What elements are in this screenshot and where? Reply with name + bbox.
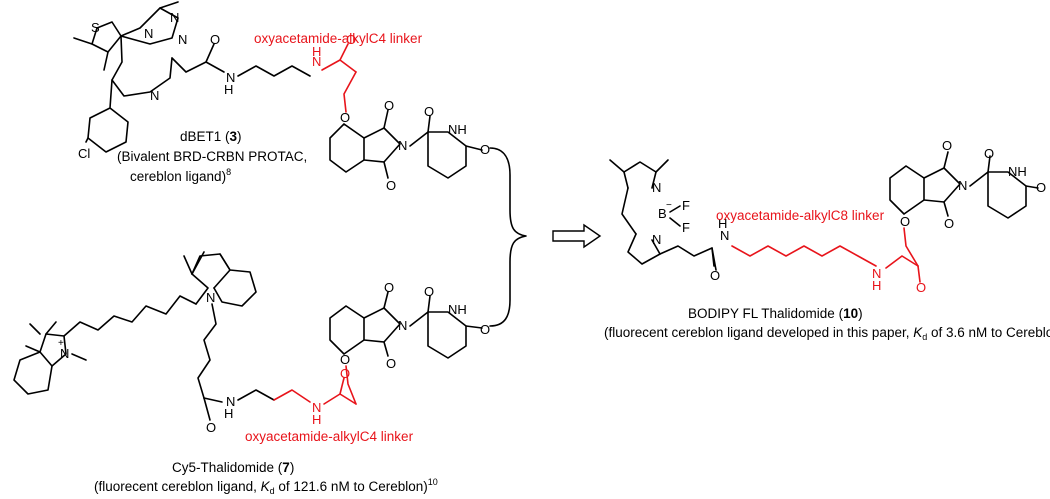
dbet1-caption: dBET1 (3) (Bivalent BRD-CRBN PROTAC, cer… (117, 129, 307, 184)
n-atom: N (178, 32, 187, 47)
svg-text:BODIPY FL Thalidomide (10): BODIPY FL Thalidomide (10) (688, 306, 863, 321)
fluorine-atom: F (682, 198, 690, 213)
h-atom: H (312, 412, 321, 427)
nh-atom: NH (1008, 164, 1027, 179)
o-atom: O (944, 216, 954, 231)
n-atom: N (398, 318, 407, 333)
o-atom: O (424, 284, 434, 299)
n-atom: N (958, 178, 967, 193)
o-atom: O (710, 268, 720, 283)
bodipy-caption: BODIPY FL Thalidomide (10) (fluorecent c… (604, 306, 1050, 342)
n-atom: N (720, 228, 729, 243)
o-atom: O (210, 32, 220, 47)
chlorine-atom: Cl (78, 146, 90, 161)
h-atom: H (312, 44, 321, 59)
h-atom: H (718, 216, 727, 231)
n-atom: N (652, 180, 661, 195)
o-atom: O (340, 110, 350, 125)
n-atom: N (398, 138, 407, 153)
o-atom: O (340, 352, 350, 367)
svg-text:(fluorecent cereblon ligand, K: (fluorecent cereblon ligand, Kd of 121.6… (94, 477, 438, 496)
o-atom: O (480, 142, 490, 157)
bodipy-structure: N B − F F N O N H N H O O O O N (609, 138, 1046, 295)
o-atom: O (942, 138, 952, 153)
cy5-linker-label: oxyacetamide-alkylC4 linker (245, 429, 414, 444)
nh-atom: NH (448, 122, 467, 137)
curly-brace (489, 147, 527, 327)
n-atom: N (226, 70, 235, 85)
n-atom: N (312, 54, 321, 69)
cy5-caption: Cy5-Thalidomide (7) (fluorecent cereblon… (94, 460, 438, 496)
o-atom: O (424, 104, 434, 119)
o-atom: O (384, 280, 394, 295)
o-atom: O (984, 146, 994, 161)
o-atom: O (386, 178, 396, 193)
n-atom: N (150, 88, 159, 103)
n-atom: N (872, 266, 881, 281)
svg-text:Cy5-Thalidomide (7): Cy5-Thalidomide (7) (172, 460, 294, 475)
n-atom: N (206, 290, 215, 305)
o-atom: O (1036, 180, 1046, 195)
n-atom: N (312, 400, 321, 415)
n-atom: N (226, 394, 235, 409)
n-atom: N (144, 26, 153, 41)
o-atom: O (384, 98, 394, 113)
n-atom: N (652, 232, 661, 247)
bodipy-linker-label: oxyacetamide-alkylC8 linker (716, 208, 885, 223)
reaction-arrow (552, 223, 602, 249)
o-atom: O (346, 32, 356, 47)
n-atom: N (170, 10, 179, 25)
o-atom: O (480, 322, 490, 337)
boron-atom: B (658, 206, 667, 221)
svg-text:(Bivalent BRD-CRBN PROTAC,: (Bivalent BRD-CRBN PROTAC, (117, 149, 307, 164)
o-atom: O (386, 356, 396, 371)
o-atom: O (916, 280, 926, 295)
h-atom: H (872, 278, 881, 293)
h-atom: H (224, 406, 233, 421)
svg-text:cereblon ligand)8: cereblon ligand)8 (130, 167, 231, 184)
o-atom: O (206, 420, 216, 435)
svg-text:(fluorecent cereblon ligand de: (fluorecent cereblon ligand developed in… (604, 325, 1050, 342)
minus-charge: − (666, 200, 672, 211)
o-atom: O (340, 366, 350, 381)
nh-atom: NH (448, 302, 467, 317)
plus-charge: + (58, 338, 64, 349)
dbet1-structure: S N N N N Cl O N H N H O O O (73, 1, 490, 193)
cy5-structure: N + N O N H N H O O O O N (13, 251, 490, 435)
dbet1-linker-label: oxyacetamide-alkylC4 linker (254, 31, 423, 46)
sulfur-atom: S (91, 20, 100, 35)
svg-text:dBET1 (3): dBET1 (3) (180, 129, 242, 144)
fluorine-atom: F (682, 220, 690, 235)
h-atom: H (224, 82, 233, 97)
n-atom: N (60, 346, 69, 361)
o-atom: O (900, 214, 910, 229)
